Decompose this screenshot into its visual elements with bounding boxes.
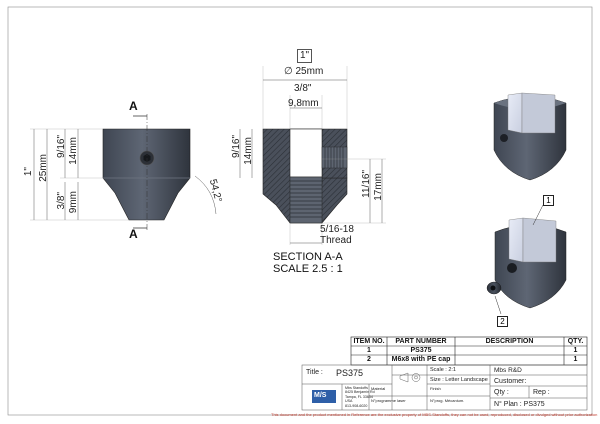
section-view — [239, 66, 386, 245]
dim-slot-depth-inch: 9/16" — [231, 135, 242, 159]
address-block: Mbs Standoffs 8425 Benjamin Rd Tampa, FL… — [345, 386, 375, 408]
finish-field: Finish — [430, 386, 441, 391]
section-scale: SCALE 2.5 : 1 — [273, 263, 343, 275]
dim-thread-depth-inch: 11/16" — [361, 170, 372, 198]
title-label: Title : — [306, 369, 323, 376]
plan-number: N° Plan : PS375 — [494, 401, 545, 408]
front-view — [30, 114, 217, 232]
section-caption: SECTION A-A — [273, 251, 343, 263]
material-field: Material — [371, 386, 386, 391]
bom-header-desc: DESCRIPTION — [485, 338, 534, 345]
company-logo — [312, 390, 336, 403]
rep-field: Rep : — [533, 389, 550, 396]
title-value: PS375 — [336, 368, 364, 378]
size-field: Size : Letter Landscape — [430, 377, 488, 383]
dim-upper-inch: 9/16" — [56, 135, 67, 159]
address-line: 813-908-6020 — [345, 403, 368, 408]
section-mark-a-top: A — [129, 99, 138, 113]
dim-diameter-mm: ∅ 25mm — [284, 66, 324, 77]
bom-row-2-qty: 1 — [573, 356, 578, 363]
balloon-item-1: 1 — [543, 195, 554, 206]
address-line: Tampa, FL 33634 — [345, 394, 373, 399]
iso-view-top — [493, 92, 567, 181]
dim-upper-mm: 14mm — [68, 137, 79, 165]
customer-field: Customer: — [494, 378, 527, 385]
bom-row-2-item: 2 — [367, 356, 371, 363]
bom-header-item: ITEM NO. — [353, 338, 385, 345]
projection-symbol — [399, 372, 421, 383]
dim-slot-mm: 9,8mm — [288, 98, 319, 109]
address-line: USA — [345, 399, 353, 404]
address-line: 8425 Benjamin Rd — [345, 390, 375, 395]
bom-row-1-item: 1 — [367, 347, 371, 354]
dim-slot-depth-mm: 14mm — [243, 137, 254, 165]
nprog-field: N°prog. Mécanium. — [430, 398, 465, 403]
thread-size: 5/16-18 — [320, 224, 354, 235]
bom-row-1-qty: 1 — [573, 347, 578, 354]
address-line: Mbs Standoffs — [345, 386, 368, 390]
bom-row-2-part: M6x8 with PE cap — [391, 356, 451, 363]
program-field: N°programme laser — [371, 398, 406, 403]
iso-view-assembly — [486, 204, 567, 315]
qty-field: Qty : — [494, 389, 509, 396]
title-block — [301, 364, 588, 411]
logo-text: M/S — [314, 392, 327, 399]
dim-height-mm: 25mm — [38, 154, 49, 182]
disclaimer: This document and the product mentioned … — [271, 412, 598, 417]
balloon-item-2: 2 — [497, 316, 508, 327]
bom-row-1-part: PS375 — [410, 347, 432, 354]
bom-header-qty: QTY. — [567, 338, 584, 345]
dim-lower-inch: 3/8" — [56, 192, 67, 210]
section-mark-a-bottom: A — [129, 227, 138, 241]
dim-width-inch: 1" — [297, 49, 313, 63]
dim-slot-inch: 3/8" — [294, 83, 312, 94]
bom-header-part: PART NUMBER — [395, 338, 447, 345]
dim-lower-mm: 9mm — [68, 191, 79, 214]
thread-label: Thread — [320, 235, 352, 246]
scale-field: Scale : 2:1 — [430, 367, 456, 373]
dim-thread-depth-mm: 17mm — [373, 173, 384, 201]
dim-height-inch: 1" — [23, 167, 34, 177]
company-field: Mbs R&D — [494, 367, 522, 374]
